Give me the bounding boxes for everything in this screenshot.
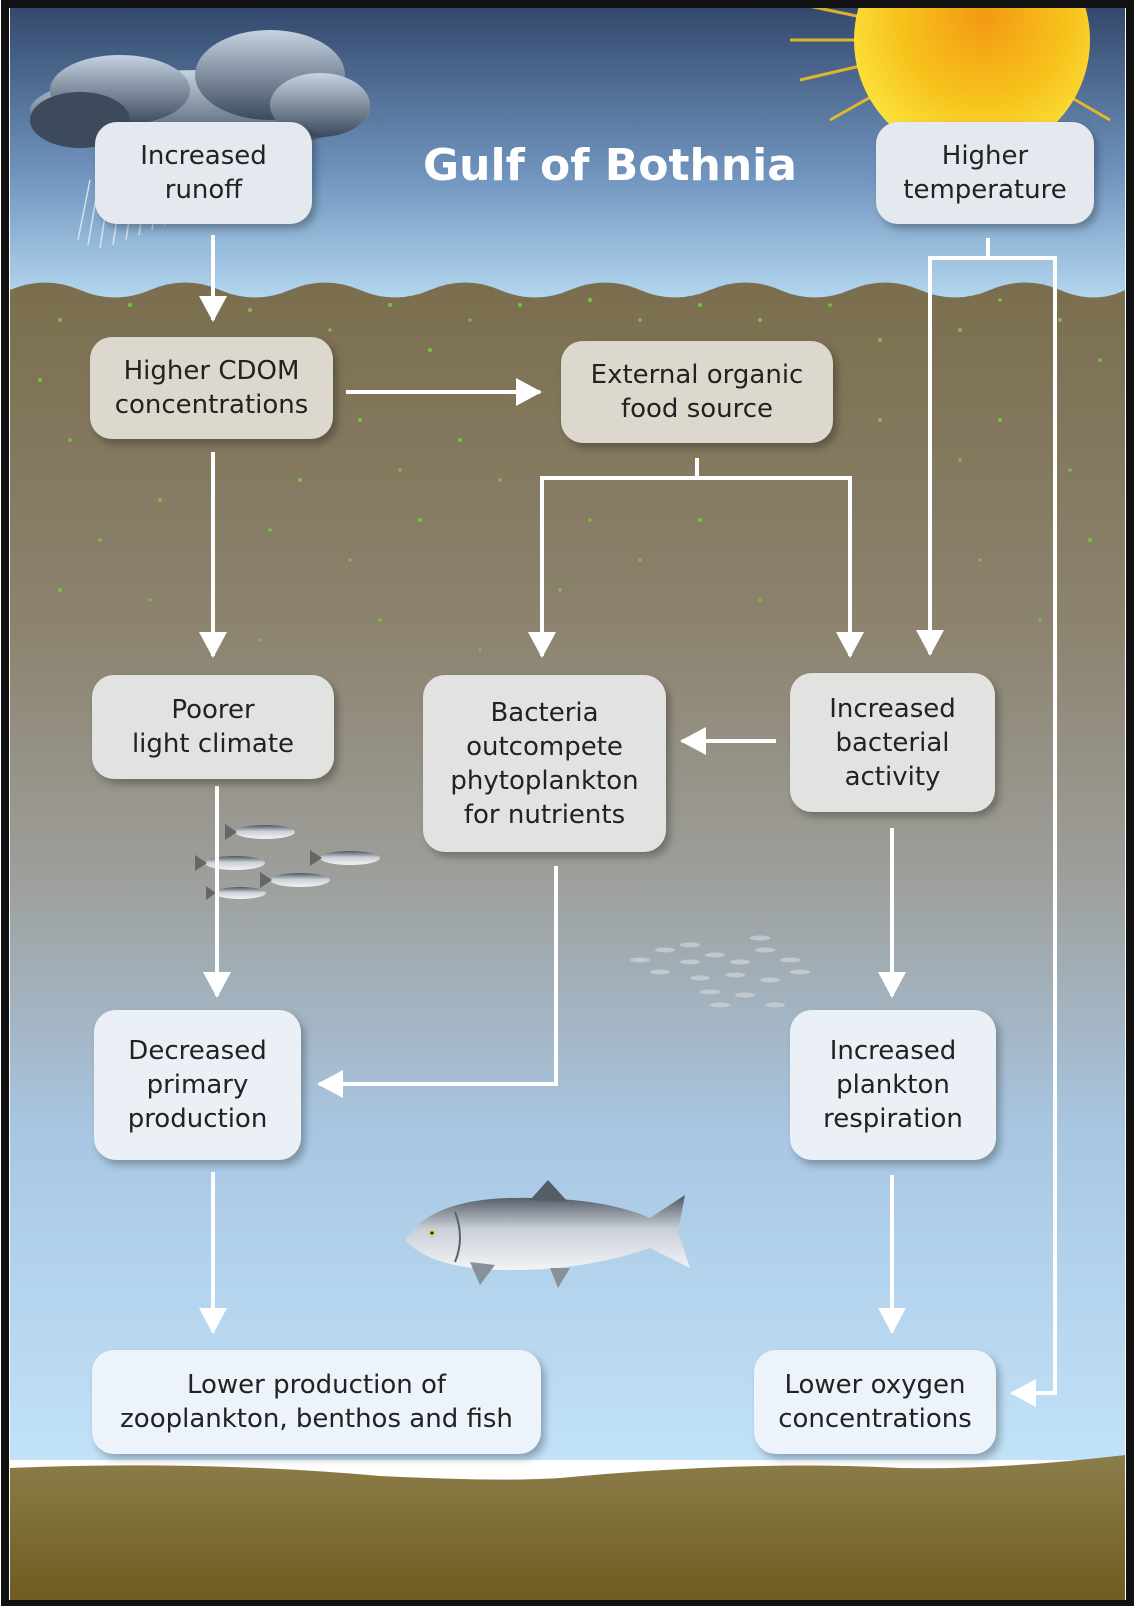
arrow-temperature-to-activity	[916, 238, 990, 656]
box-label: Lower oxygen concentrations	[778, 1370, 972, 1434]
box-lower-production: Lower production of zooplankton, benthos…	[92, 1350, 541, 1454]
box-increased-plankton-respiration: Increased plankton respiration	[790, 1010, 996, 1160]
salmon-icon	[405, 1180, 690, 1288]
arrow-bacteria-to-primary	[317, 866, 558, 1098]
box-label: Increased plankton respiration	[823, 1036, 963, 1134]
box-label: Higher temperature	[903, 141, 1067, 205]
water-body	[10, 282, 1125, 1460]
box-higher-cdom: Higher CDOM concentrations	[90, 337, 333, 439]
box-label: External organic food source	[590, 360, 804, 424]
box-label: Bacteria outcompete phytoplankton for nu…	[450, 697, 639, 830]
arrow-external-to-activity	[697, 476, 864, 658]
box-increased-bacterial-activity: Increased bacterial activity	[790, 673, 995, 812]
plankton-particles	[38, 297, 1102, 652]
diagram-title: Gulf of Bothnia	[423, 140, 797, 191]
box-label: Higher CDOM concentrations	[114, 356, 309, 420]
seabed	[10, 1455, 1125, 1606]
box-label: Increased bacterial activity	[829, 693, 956, 792]
box-bacteria-outcompete: Bacteria outcompete phytoplankton for nu…	[423, 675, 666, 852]
box-label: Increased runoff	[140, 141, 267, 205]
box-increased-runoff: Increased runoff	[95, 122, 312, 224]
box-lower-oxygen: Lower oxygen concentrations	[754, 1350, 996, 1454]
box-external-organic-food-source: External organic food source	[561, 341, 833, 443]
box-higher-temperature: Higher temperature	[876, 122, 1094, 224]
box-decreased-primary-production: Decreased primary production	[94, 1010, 301, 1160]
arrow-temperature-to-oxygen	[988, 256, 1057, 1407]
box-poorer-light-climate: Poorer light climate	[92, 675, 334, 779]
box-label: Poorer light climate	[131, 695, 295, 759]
herring-school-icon	[195, 824, 380, 900]
flow-arrows	[199, 235, 1057, 1407]
box-label: Lower production of zooplankton, benthos…	[120, 1370, 513, 1434]
small-fish-school-icon	[630, 935, 810, 1008]
box-label: Decreased primary production	[127, 1036, 268, 1134]
arrow-external-to-bacteria	[528, 458, 699, 658]
